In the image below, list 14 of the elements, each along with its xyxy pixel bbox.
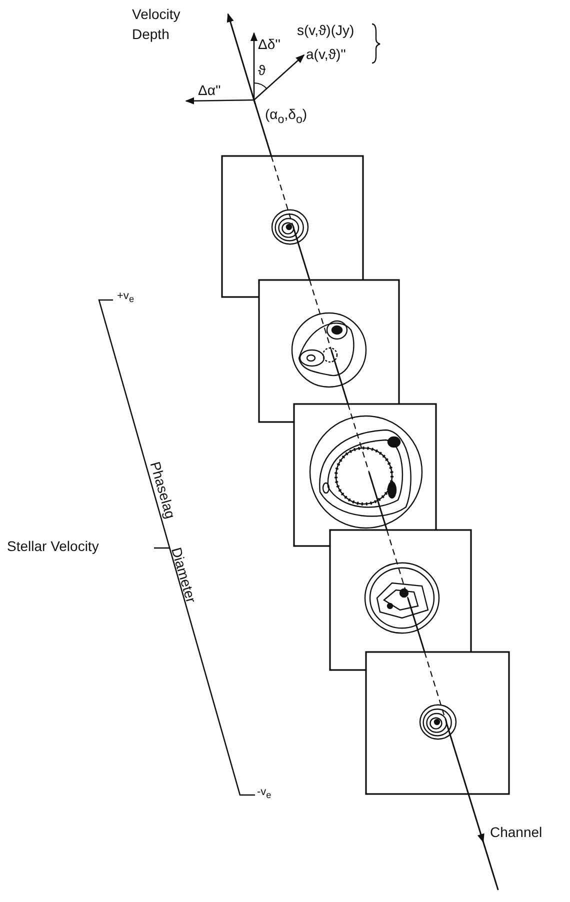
axis-label: Δδ'' (258, 36, 280, 52)
axis-label: s(v,ϑ)(Jy) (297, 22, 354, 38)
axis-label: Δα'' (198, 82, 221, 98)
scale-label: -v$_{e}$ (257, 786, 272, 802)
scale-label: +v$_{e}$ (117, 290, 134, 306)
scale-label: Diameter (168, 546, 200, 604)
angle-label: ϑ (258, 62, 266, 78)
axis-label: a(v,ϑ)'' (306, 46, 346, 62)
axis-label: Depth (132, 26, 170, 42)
scale-label: Phaselag (147, 460, 179, 520)
origin-label: (α$_{o}$,δ$_{o}$) (265, 106, 308, 128)
scale-label: Stellar Velocity (7, 538, 99, 554)
axis-label: Velocity (132, 6, 180, 22)
axis-label: Channel (490, 824, 542, 840)
